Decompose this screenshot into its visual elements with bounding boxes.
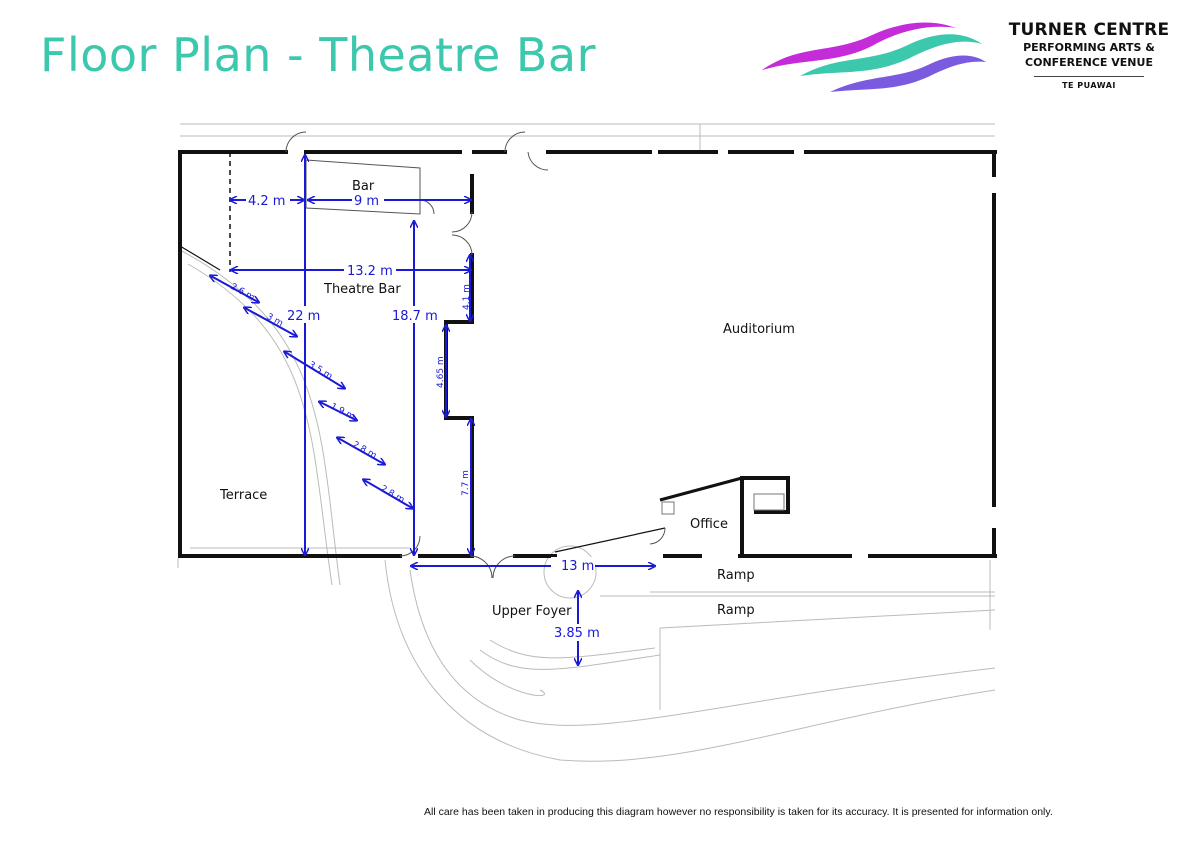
room-labels: Bar Theatre Bar Auditorium Terrace Offic… xyxy=(219,179,795,619)
wave-teal xyxy=(800,34,982,76)
dimension-lines xyxy=(211,156,654,664)
dim-line-diag-1 xyxy=(211,276,258,302)
dim-wall-1: 4.1 m xyxy=(462,284,472,310)
room-office: Office xyxy=(690,517,728,532)
wave-magenta xyxy=(762,22,956,70)
brand-logo: TURNER CENTRE PERFORMING ARTS & CONFEREN… xyxy=(760,14,1180,104)
dim-wall-2: 4.65 m xyxy=(436,356,446,388)
dim-foyer-depth: 3.85 m xyxy=(554,626,600,641)
dimension-labels: 4.2 m 9 m 13.2 m 22 m 18.7 m 13 m 3.85 m… xyxy=(229,191,604,641)
room-theatre-bar: Theatre Bar xyxy=(323,282,401,297)
office-wall xyxy=(659,476,743,502)
dim-line-diag-4 xyxy=(320,402,356,420)
wave-violet xyxy=(830,55,986,92)
dim-line-diag-5 xyxy=(338,438,384,464)
brand-text: TURNER CENTRE PERFORMING ARTS & CONFEREN… xyxy=(996,20,1182,90)
dim-foyer-width: 13 m xyxy=(561,559,594,574)
dim-diag-5: 2.8 m xyxy=(351,440,379,461)
room-terrace: Terrace xyxy=(219,488,267,503)
dim-depth-18: 18.7 m xyxy=(392,309,438,324)
page-title: Floor Plan - Theatre Bar xyxy=(40,28,597,82)
dim-wall-3: 7.7 m xyxy=(461,470,471,496)
room-auditorium: Auditorium xyxy=(723,322,795,337)
dim-line-diag-6 xyxy=(364,480,412,508)
dim-diag-3: 3.5 m xyxy=(306,360,333,382)
office-diagonal xyxy=(554,527,666,553)
dim-theatre-bar-width: 13.2 m xyxy=(347,264,393,279)
room-ramp-1: Ramp xyxy=(717,568,755,583)
wave-logo-icon xyxy=(762,22,986,92)
office-sink xyxy=(661,501,675,515)
dim-depth-22: 22 m xyxy=(287,309,320,324)
dim-bar-width: 9 m xyxy=(354,194,379,209)
brand-name: TURNER CENTRE xyxy=(1008,20,1170,40)
door-swings xyxy=(285,131,666,579)
brand-line-2: CONFERENCE VENUE xyxy=(1025,56,1153,69)
terrace-edge xyxy=(179,245,221,271)
dim-bar-left: 4.2 m xyxy=(248,194,285,209)
room-ramp-2: Ramp xyxy=(717,603,755,618)
dim-line-diag-3 xyxy=(285,352,344,388)
brand-divider xyxy=(1034,76,1144,77)
brand-tag: TE PUAWAI xyxy=(1062,81,1116,90)
room-upper-foyer: Upper Foyer xyxy=(492,604,572,619)
brand-line-1: PERFORMING ARTS & xyxy=(1023,41,1155,54)
dim-diag-4: 1.9 m xyxy=(329,402,357,423)
disclaimer: All care has been taken in producing thi… xyxy=(424,806,1053,818)
office-cabinet xyxy=(753,493,785,511)
faint-structure xyxy=(177,123,996,762)
walls xyxy=(178,150,997,558)
dim-diag-6: 2.8 m xyxy=(379,484,406,506)
room-bar: Bar xyxy=(352,179,375,194)
dim-diag-1: 2.6 m xyxy=(229,282,257,303)
dim-line-diag-2 xyxy=(245,308,296,336)
